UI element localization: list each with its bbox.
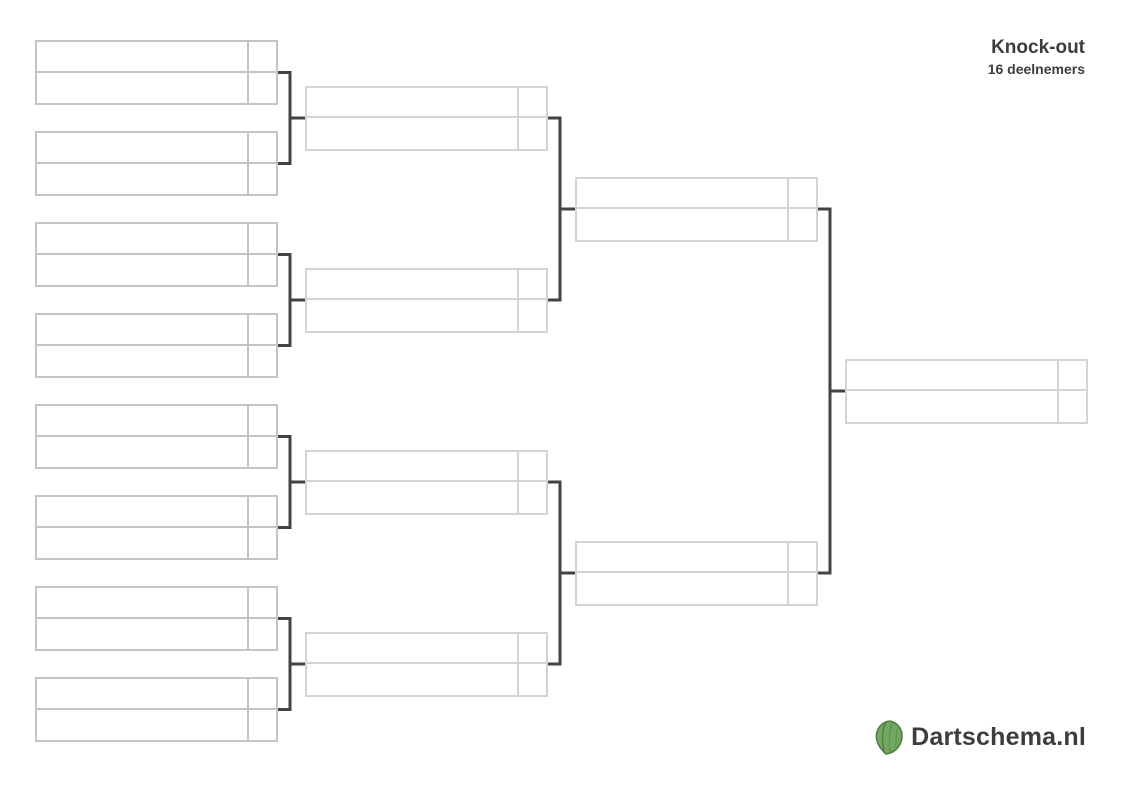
match-box	[35, 586, 278, 651]
player-name-cell	[847, 361, 1057, 391]
player-name-cell	[577, 543, 787, 573]
player-name-cell	[307, 634, 517, 664]
player-name-cell	[307, 300, 517, 331]
player-name-cell	[37, 710, 247, 741]
score-cell	[247, 133, 276, 164]
match-box	[305, 267, 548, 333]
score-cell	[247, 618, 276, 649]
score-cell	[517, 451, 546, 482]
score-cell	[247, 406, 276, 437]
player-name-cell	[307, 88, 517, 118]
player-name-cell	[37, 588, 247, 619]
match-box	[35, 677, 278, 742]
score-cell	[787, 209, 816, 240]
player-name-cell	[37, 437, 247, 468]
match-box	[35, 404, 278, 469]
player-name-cell	[577, 573, 787, 604]
score-cell	[1057, 391, 1086, 422]
player-name-cell	[307, 452, 517, 482]
tournament-title: Knock-out	[991, 37, 1085, 58]
match-box	[35, 40, 278, 105]
score-cell	[517, 482, 546, 513]
player-name-cell	[307, 270, 517, 300]
match-box	[845, 358, 1088, 424]
score-cell	[787, 178, 816, 209]
match-box	[575, 540, 818, 606]
score-cell	[517, 664, 546, 695]
player-name-cell	[37, 255, 247, 286]
match-box	[305, 631, 548, 697]
player-name-cell	[577, 209, 787, 240]
score-cell	[247, 679, 276, 710]
brand-name: Dartschema.nl	[911, 723, 1086, 751]
leaf-icon	[875, 720, 903, 755]
player-name-cell	[37, 406, 247, 437]
player-name-cell	[307, 664, 517, 695]
score-cell	[247, 436, 276, 467]
player-name-cell	[847, 391, 1057, 422]
player-name-cell	[37, 528, 247, 559]
player-name-cell	[37, 73, 247, 104]
score-cell	[247, 345, 276, 376]
score-cell	[247, 42, 276, 73]
score-cell	[247, 497, 276, 528]
tournament-header: Knock-out 16 deelnemers	[988, 36, 1085, 78]
score-cell	[247, 315, 276, 346]
player-name-cell	[37, 42, 247, 73]
score-cell	[247, 588, 276, 619]
match-box	[305, 85, 548, 151]
score-cell	[517, 87, 546, 118]
score-cell	[247, 72, 276, 103]
score-cell	[247, 224, 276, 255]
participant-count: 16 deelnemers	[987, 60, 1085, 77]
player-name-cell	[307, 482, 517, 513]
player-name-cell	[37, 224, 247, 255]
score-cell	[247, 709, 276, 740]
player-name-cell	[37, 133, 247, 164]
player-name-cell	[577, 179, 787, 209]
score-cell	[247, 254, 276, 285]
score-cell	[517, 300, 546, 331]
score-cell	[787, 542, 816, 573]
score-cell	[247, 527, 276, 558]
score-cell	[517, 118, 546, 149]
brand-logo[interactable]: Dartschema.nl	[873, 720, 1086, 755]
player-name-cell	[37, 164, 247, 195]
match-box	[35, 131, 278, 196]
score-cell	[1057, 360, 1086, 391]
score-cell	[517, 269, 546, 300]
match-box	[35, 222, 278, 287]
player-name-cell	[37, 679, 247, 710]
match-box	[575, 176, 818, 242]
match-box	[35, 495, 278, 560]
match-box	[305, 449, 548, 515]
player-name-cell	[307, 118, 517, 149]
player-name-cell	[37, 346, 247, 377]
score-cell	[787, 573, 816, 604]
player-name-cell	[37, 619, 247, 650]
player-name-cell	[37, 497, 247, 528]
score-cell	[517, 633, 546, 664]
match-box	[35, 313, 278, 378]
score-cell	[247, 163, 276, 194]
player-name-cell	[37, 315, 247, 346]
